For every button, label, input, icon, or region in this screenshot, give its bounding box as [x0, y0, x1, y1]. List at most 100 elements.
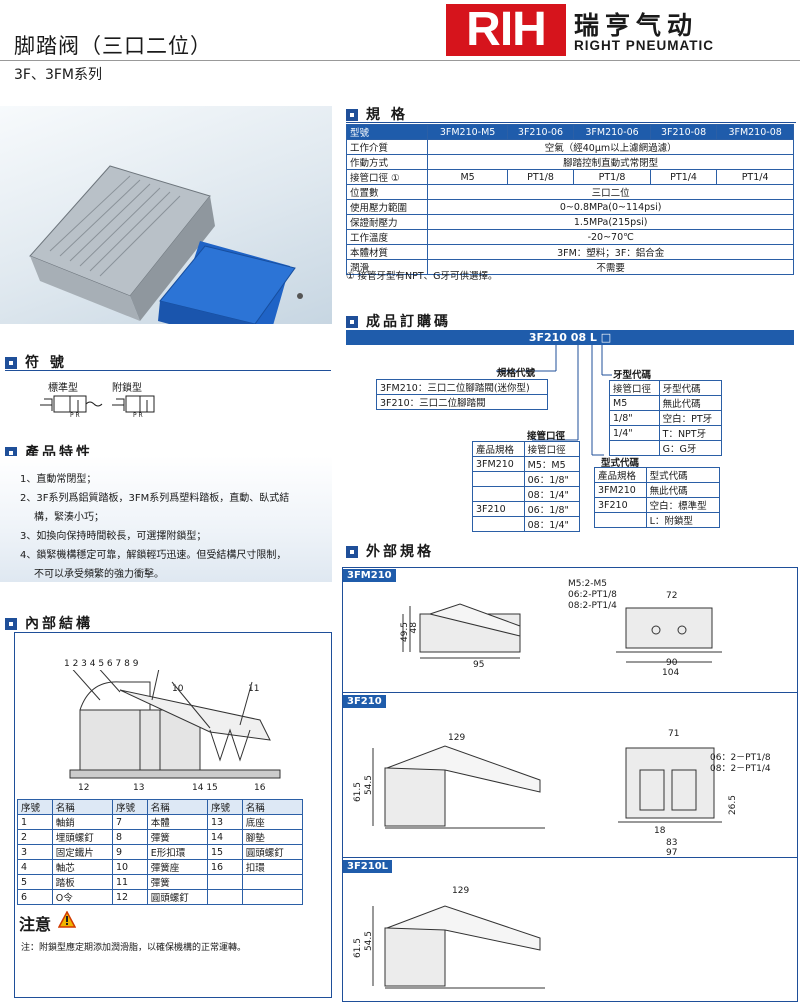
- dimension-label: 26.5: [728, 795, 738, 816]
- model-code-label: 規格代號: [497, 368, 536, 379]
- list-item: 3、如換向保持時間較長，可選擇附鎖型；: [20, 531, 207, 542]
- square-bullet-icon: [5, 357, 17, 369]
- order-connector-lines: [496, 345, 612, 456]
- square-bullet-icon: [346, 109, 358, 121]
- table-row: 3FM210：三口二位腳踏閥(迷你型): [376, 379, 548, 395]
- page-title: 脚踏阀（三口二位）: [14, 34, 212, 58]
- product-photo: [0, 106, 332, 406]
- section-heading-order: 成品訂購碼: [346, 311, 451, 331]
- model-code-table: 3FM210：三口二位腳踏閥(迷你型) 3F210：三口二位腳踏閥: [376, 379, 548, 410]
- model-tag-3fm210: 3FM210: [343, 569, 396, 582]
- table-row: 位置數三口二位: [345, 184, 794, 200]
- foot-pedal-illustration: [29, 165, 303, 406]
- callout-number: 12: [78, 783, 90, 793]
- features-list: 1、直動常閉型； 2、3F系列爲鋁質踏板，3FM系列爲塑料踏板，直動、臥式結 構…: [20, 470, 289, 584]
- notice-text: 注：附鎖型應定期添加潤滑脂，以確保機構的正常運轉。: [21, 943, 247, 953]
- dimension-label: 129: [448, 733, 466, 743]
- panel-divider: [342, 857, 797, 858]
- square-bullet-icon: [5, 618, 17, 630]
- callout-number: 11: [248, 684, 260, 694]
- brand-logo: RIH: [446, 4, 566, 56]
- symbol-locked-label: 附鎖型: [112, 383, 142, 394]
- table-row: 08：1/4": [472, 516, 581, 532]
- dimension-label: 104: [662, 668, 680, 678]
- table-row: 1/4"T：NPT牙: [609, 425, 723, 441]
- section-rule: [346, 122, 796, 123]
- list-item: 構，緊湊小巧；: [34, 512, 104, 523]
- table-row: 工作介質空氣（經40μm以上濾網過濾）: [345, 139, 794, 155]
- dimension-label: 61.5: [353, 782, 363, 803]
- section-heading-spec: 規 格: [346, 104, 408, 124]
- features-panel: [0, 456, 332, 582]
- internal-structure-panel: [14, 632, 332, 998]
- table-row: 產品規格型式代碼: [594, 467, 721, 483]
- symbol-port-labels: P R: [70, 412, 80, 419]
- dimension-label: 97: [666, 848, 678, 858]
- dimension-label: 83: [666, 838, 678, 848]
- port-size-label: 接管口徑: [527, 431, 566, 442]
- table-row: 1/8"空白：PT牙: [609, 410, 723, 426]
- notice-title: 注意: [19, 915, 52, 934]
- side-view-drawing: [402, 603, 521, 659]
- dimension-label: 129: [452, 886, 470, 896]
- table-row: 作動方式腳踏控制直動式常閉型: [345, 154, 794, 170]
- dimension-label: 54.5: [364, 931, 374, 952]
- section-rule: [5, 370, 331, 371]
- table-row: 接管口徑牙型代碼: [609, 380, 723, 396]
- table-header-row: 序號名稱序號名稱序號名稱: [17, 799, 304, 815]
- callout-number: 16: [254, 783, 266, 793]
- panel-divider: [342, 692, 797, 693]
- table-row: 潤滑不需要: [345, 259, 794, 275]
- section-heading-symbol: 符 號: [5, 352, 67, 372]
- callout-numbers: 1 2 3 4 5 6 7 8 9: [64, 659, 139, 669]
- symbol-standard-label: 標準型: [48, 383, 78, 394]
- table-row: 06：1/8": [472, 471, 581, 487]
- front-view-drawing: [618, 747, 722, 823]
- model-tag-3f210l: 3F210L: [343, 860, 393, 873]
- warning-icon: [58, 911, 76, 928]
- list-item: 4、鎖緊機構穩定可靠，解鎖輕巧迅速。但受結構尺寸限制，: [20, 550, 287, 561]
- section-heading-internal: 內部結構: [5, 613, 93, 633]
- valve-symbol-icon: [40, 395, 155, 413]
- square-bullet-icon: [346, 316, 358, 328]
- header-divider: [0, 60, 800, 61]
- dimension-label: 61.5: [353, 938, 363, 959]
- brand-name-cn: 瑞亨气动: [574, 11, 699, 40]
- series-subtitle: 3F、3FM系列: [14, 67, 102, 83]
- spec-header-row: 型號 3FM210-M5 3F210-06 3FM210-06 3F210-08…: [345, 124, 794, 140]
- list-item: 1、直動常閉型；: [20, 474, 97, 485]
- table-row: L：附鎖型: [594, 512, 721, 528]
- table-row: G：G牙: [609, 440, 723, 456]
- symbol-port-labels: P R: [133, 412, 143, 419]
- dimension-label: 72: [666, 591, 678, 601]
- dimension-label: 90: [666, 658, 678, 668]
- table-row: 產品規格接管口徑: [472, 441, 581, 457]
- table-row: 08：1/4": [472, 486, 581, 502]
- thread-code-label: 牙型代碼: [613, 370, 652, 381]
- spec-table: 型號 3FM210-M5 3F210-06 3FM210-06 3F210-08…: [345, 124, 794, 275]
- side-view-drawing: [372, 905, 545, 989]
- dimension-label: 54.5: [364, 775, 374, 796]
- type-code-label: 型式代碼: [601, 458, 640, 469]
- table-row: 工作溫度-20~70℃: [345, 229, 794, 245]
- spec-footnote: ① 接管牙型有NPT、G牙可供選擇。: [346, 271, 498, 282]
